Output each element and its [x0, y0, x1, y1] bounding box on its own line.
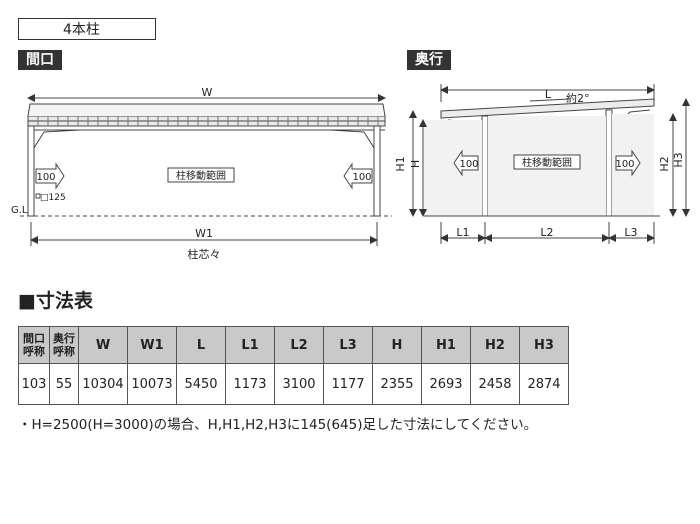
table-header-cell: H1: [421, 326, 471, 364]
side-arrow-right-shape: [615, 149, 641, 177]
side-dim-h-label: H: [409, 160, 422, 168]
table-header-cell: W: [78, 326, 128, 364]
table-header-cell: H2: [470, 326, 520, 364]
table-header-cell: L2: [274, 326, 324, 364]
front-arrow-left-shape: [35, 162, 65, 190]
front-brace-right: [329, 129, 375, 149]
table-cell: 2693: [421, 363, 471, 405]
front-view-label: 間口: [18, 50, 62, 70]
side-dim-h1-label: H1: [394, 156, 407, 171]
post-pitch-label: 柱芯々: [188, 247, 221, 261]
table-cell: 2874: [519, 363, 569, 405]
table-header-cell: W1: [127, 326, 177, 364]
dimension-table-title: ■寸法表: [18, 290, 93, 312]
side-roof: [440, 98, 655, 119]
table-row: 103 55 10304 10073 5450 1173 3100 1177 2…: [18, 363, 569, 405]
front-move-range-box: [167, 167, 235, 183]
table-header-row: 間口呼称 奥行呼称 W W1 L L1 L2 L3 H H1 H2 H3: [18, 326, 569, 364]
side-arrow-right-label: 100: [615, 159, 634, 170]
side-move-range-box: [513, 154, 581, 170]
front-move-range-label: 柱移動範囲: [176, 169, 226, 182]
side-move-range-label: 柱移動範囲: [522, 156, 572, 169]
title-box: 4本柱: [18, 18, 156, 40]
front-arrow-right-shape: [343, 162, 373, 190]
front-post-right: [373, 125, 381, 217]
table-cell: 103: [18, 363, 50, 405]
front-arrow-right-label: 100: [352, 172, 371, 183]
side-dim-h2-label: H2: [658, 156, 671, 171]
side-arrow-left-label: 100: [459, 159, 478, 170]
front-dim-w1-label: W1: [195, 227, 213, 240]
table-cell: 10073: [127, 363, 177, 405]
elevation-diagrams: W W1 柱芯々 G.L □125 柱移動範囲 100 100: [11, 84, 690, 261]
table-cell: 2355: [372, 363, 422, 405]
side-dim-l2-label: L2: [540, 226, 553, 239]
dimension-table: 間口呼称 奥行呼称 W W1 L L1 L2 L3 H H1 H2 H3 103…: [18, 326, 569, 405]
side-dim-l3-label: L3: [624, 226, 637, 239]
table-cell: 10304: [78, 363, 128, 405]
side-view-label: 奥行: [407, 50, 451, 70]
footnote: ・H=2500(H=3000)の場合、H,H1,H2,H3に145(645)足し…: [18, 417, 538, 433]
front-roof-ribs: [37, 116, 379, 126]
table-cell: 5450: [176, 363, 226, 405]
front-dim-w-label: W: [202, 86, 213, 99]
side-view-drawing: [409, 84, 690, 244]
table-header-cell: 間口呼称: [18, 326, 50, 364]
side-post-right: [605, 109, 613, 217]
table-header-cell: L3: [323, 326, 373, 364]
title-text: 4本柱: [63, 22, 100, 38]
side-dim-l1-label: L1: [456, 226, 469, 239]
slope-indicator: [529, 98, 571, 102]
front-view-drawing: [20, 94, 392, 246]
table-header-cell: H3: [519, 326, 569, 364]
table-header-cell: L: [176, 326, 226, 364]
table-cell: 55: [49, 363, 79, 405]
table-cell: 1177: [323, 363, 373, 405]
post-size-symbol: [35, 193, 41, 199]
table-cell: 3100: [274, 363, 324, 405]
front-post-left: [27, 125, 35, 217]
table-header-cell: 奥行呼称: [49, 326, 79, 364]
table-header-cell: H: [372, 326, 422, 364]
slope-label: 約2°: [566, 91, 590, 105]
table-header-cell: L1: [225, 326, 275, 364]
side-arrow-left-shape: [453, 149, 479, 177]
side-dim-h3-label: H3: [672, 152, 685, 167]
table-cell: 2458: [470, 363, 520, 405]
side-post-left: [481, 115, 489, 217]
side-dim-l-label: L: [545, 88, 552, 101]
front-brace-left: [33, 129, 81, 149]
table-cell: 1173: [225, 363, 275, 405]
ground-label: G.L: [11, 205, 28, 216]
front-roof-top: [27, 103, 386, 117]
post-size-label: □125: [40, 193, 66, 203]
front-arrow-left-label: 100: [36, 172, 55, 183]
